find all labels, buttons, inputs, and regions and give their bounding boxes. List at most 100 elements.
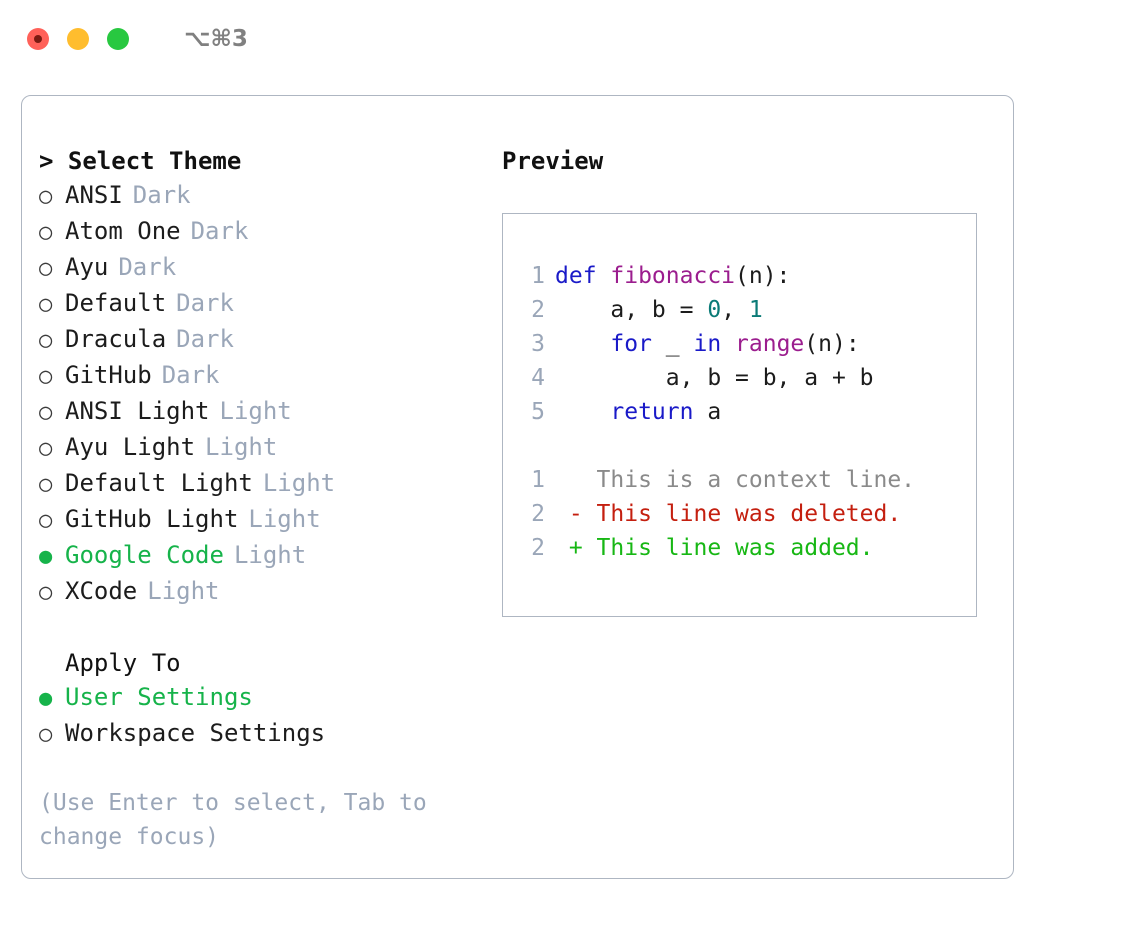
code-token: 0: [707, 297, 722, 323]
apply-to-option-label: Workspace Settings: [65, 719, 326, 747]
theme-variant-tag: Dark: [118, 253, 177, 281]
theme-option-atom-one[interactable]: ○ Atom One Dark: [39, 214, 489, 250]
line-number: 1: [531, 467, 545, 493]
radio-unselected-icon: ○: [39, 508, 53, 533]
radio-unselected-icon: ○: [39, 722, 53, 747]
radio-unselected-icon: ○: [39, 184, 53, 209]
code-token: (n):: [735, 263, 791, 289]
close-icon: [34, 35, 42, 43]
code-line-content: a, b = 0, 1: [555, 293, 763, 327]
diff-line-content: - This line was deleted.: [555, 501, 902, 527]
theme-option-label: GitHub Light: [65, 505, 239, 533]
line-number: 2: [531, 501, 545, 527]
close-window-button[interactable]: [27, 28, 49, 50]
theme-variant-tag: Light: [147, 577, 220, 605]
code-line-content: a, b = b, a + b: [555, 361, 874, 395]
theme-variant-tag: Light: [262, 469, 336, 497]
apply-to-section: Apply To ● User Settings ○ Workspace Settin…: [39, 646, 489, 752]
theme-variant-tag: Dark: [176, 289, 234, 317]
code-line: 5 return a: [519, 395, 976, 429]
theme-option-label: Ayu: [65, 253, 109, 281]
code-token: in: [693, 331, 722, 357]
diff-line: 2 + This line was added.: [519, 531, 976, 565]
radio-selected-icon: ●: [39, 686, 53, 711]
apply-to-option-label: User Settings: [65, 683, 253, 711]
theme-option-label: Atom One: [65, 217, 181, 245]
code-token: _: [651, 331, 694, 357]
theme-variant-tag: Dark: [132, 181, 191, 209]
spacer: [519, 429, 976, 463]
theme-variant-tag: Light: [219, 397, 292, 425]
radio-unselected-icon: ○: [39, 292, 53, 317]
radio-unselected-icon: ○: [39, 400, 53, 425]
code-token: a, b =: [555, 297, 708, 323]
code-token: def: [555, 263, 611, 289]
code-line-content: def fibonacci(n):: [555, 259, 790, 293]
theme-option-ansi[interactable]: ○ ANSI Dark: [39, 178, 489, 214]
theme-option-label: Ayu Light: [65, 433, 196, 461]
minimize-window-button[interactable]: [67, 28, 89, 50]
radio-unselected-icon: ○: [39, 220, 53, 245]
theme-option-label: XCode: [65, 577, 138, 605]
code-line-content: for _ in range(n):: [555, 327, 860, 361]
theme-option-label: Dracula: [65, 325, 167, 353]
theme-option-label: ANSI Light: [65, 397, 210, 425]
theme-option-default[interactable]: ○ Default Dark: [39, 286, 489, 322]
theme-variant-tag: Light: [205, 433, 278, 461]
theme-variant-tag: Dark: [190, 217, 249, 245]
theme-option-xcode[interactable]: ○ XCode Light: [39, 574, 489, 610]
code-token: a, b = b, a + b: [555, 365, 874, 391]
apply-to-heading: Apply To: [65, 649, 181, 677]
diff-line-content: This is a context line.: [555, 467, 916, 493]
theme-variant-tag: Light: [248, 505, 321, 533]
radio-unselected-icon: ○: [39, 328, 53, 353]
diff-line: 2 - This line was deleted.: [519, 497, 976, 531]
theme-option-dracula[interactable]: ○ Dracula Dark: [39, 322, 489, 358]
select-theme-heading: > Select Theme: [39, 147, 242, 175]
code-token: (n):: [804, 331, 860, 357]
theme-option-label: Google Code: [65, 541, 224, 569]
code-token: return: [610, 399, 694, 425]
apply-to-list: ● User Settings ○ Workspace Settings: [39, 680, 489, 752]
diff-line: 1 This is a context line.: [519, 463, 976, 497]
diff-sample: 1 This is a context line.2 - This line w…: [519, 463, 976, 565]
line-number: 4: [531, 365, 545, 391]
preview-title: Preview: [502, 147, 604, 175]
theme-option-github-light[interactable]: ○ GitHub Light Light: [39, 502, 489, 538]
theme-option-label: ANSI: [65, 181, 123, 209]
radio-unselected-icon: ○: [39, 364, 53, 389]
theme-option-label: Default: [65, 289, 167, 317]
line-number: 3: [531, 331, 545, 357]
code-line: 1 def fibonacci(n):: [519, 259, 976, 293]
apply-to-option-user-settings[interactable]: ● User Settings: [39, 680, 489, 716]
code-token: a: [693, 399, 722, 425]
titlebar: ⌥⌘3: [0, 0, 1140, 78]
code-token: [721, 331, 735, 357]
radio-unselected-icon: ○: [39, 580, 53, 605]
diff-line-content: + This line was added.: [555, 535, 874, 561]
keyboard-shortcut-label: ⌥⌘3: [184, 26, 248, 52]
code-line: 3 for _ in range(n):: [519, 327, 976, 361]
line-number: 1: [531, 263, 545, 289]
theme-option-ansi-light[interactable]: ○ ANSI Light Light: [39, 394, 489, 430]
code-token: 1: [748, 297, 763, 323]
theme-option-label: GitHub: [65, 361, 152, 389]
radio-unselected-icon: ○: [39, 472, 53, 497]
code-token: for: [610, 331, 652, 357]
code-line: 4 a, b = b, a + b: [519, 361, 976, 395]
code-token: ,: [721, 297, 749, 323]
maximize-window-button[interactable]: [107, 28, 129, 50]
theme-variant-tag: Dark: [176, 325, 234, 353]
apply-to-option-workspace-settings[interactable]: ○ Workspace Settings: [39, 716, 489, 752]
keyboard-hint-text: (Use Enter to select, Tab to change focu…: [39, 790, 441, 850]
